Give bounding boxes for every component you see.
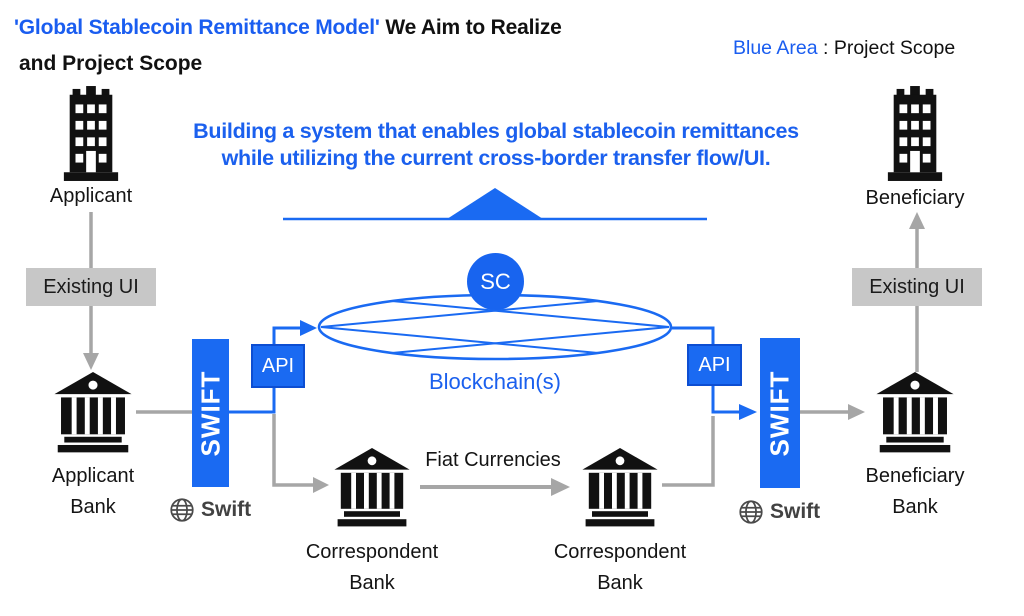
swift-rail-right: SWIFT [760,338,800,488]
beneficiary-label: Beneficiary [865,187,965,209]
swift-logo-left-text: Swift [201,498,252,521]
swift-logo-right: Swift [737,498,820,526]
swift-rail-right-label: SWIFT [764,370,795,456]
existing-ui-box-left: Existing UI [26,268,156,306]
correspondent-bank-1-line1: Correspondent [305,541,439,563]
page-title-highlight: 'Global Stablecoin Remittance Model' [14,16,380,39]
swift-logo-right-text: Swift [770,500,821,523]
page-title-line2: and Project Scope [19,52,203,75]
beneficiary-bank-label: Beneficiary Bank [855,461,975,523]
applicant-bank-label: Applicant Bank [33,461,153,523]
correspondent-bank-2-line1: Correspondent [553,541,687,563]
heading: Building a system that enables global st… [110,118,882,172]
applicant-bank-label-line2: Bank [70,496,116,518]
correspondent-bank-2-label: Correspondent Bank [545,537,695,599]
building-icon-beneficiary [887,86,943,181]
stablecoin-badge: SC [467,253,524,310]
legend-highlight: Blue Area [733,37,818,59]
page-title: 'Global Stablecoin Remittance Model' We … [14,16,562,40]
swift-logo-left: Swift [168,496,251,524]
applicant-bank-label-line1: Applicant [51,465,135,487]
bank-icon-applicant-bank [54,372,132,453]
blockchain-label: Blockchain(s) [428,369,562,394]
legend-rest: : Project Scope [817,37,956,59]
beneficiary-bank-label-line1: Beneficiary [865,465,965,487]
heading-line1: Building a system that enables global st… [193,119,799,143]
applicant-label: Applicant [49,185,133,207]
swift-rail-left-label: SWIFT [195,370,225,456]
existing-ui-box-right: Existing UI [852,268,982,306]
heading-line2: while utilizing the current cross-border… [221,146,771,170]
beneficiary-bank-label-line2: Bank [892,496,938,518]
bank-icon-correspondent-1 [334,448,410,527]
fiat-currencies-label: Fiat Currencies [425,449,561,471]
api-box-right: API [687,344,742,386]
bank-icon-correspondent-2 [582,448,658,527]
bank-icon-beneficiary-bank [876,372,954,453]
building-icon-applicant [63,86,119,181]
correspondent-bank-2-line2: Bank [597,572,643,594]
api-box-left: API [251,344,305,388]
globe-icon [170,498,194,522]
triangle-pointer [283,188,707,221]
page-title-rest: We Aim to Realize [379,16,562,39]
correspondent-bank-1-line2: Bank [349,572,395,594]
swift-rail-left: SWIFT [192,339,229,487]
legend: Blue Area : Project Scope [733,37,955,60]
globe-icon [739,500,763,524]
correspondent-bank-1-label: Correspondent Bank [297,537,447,599]
